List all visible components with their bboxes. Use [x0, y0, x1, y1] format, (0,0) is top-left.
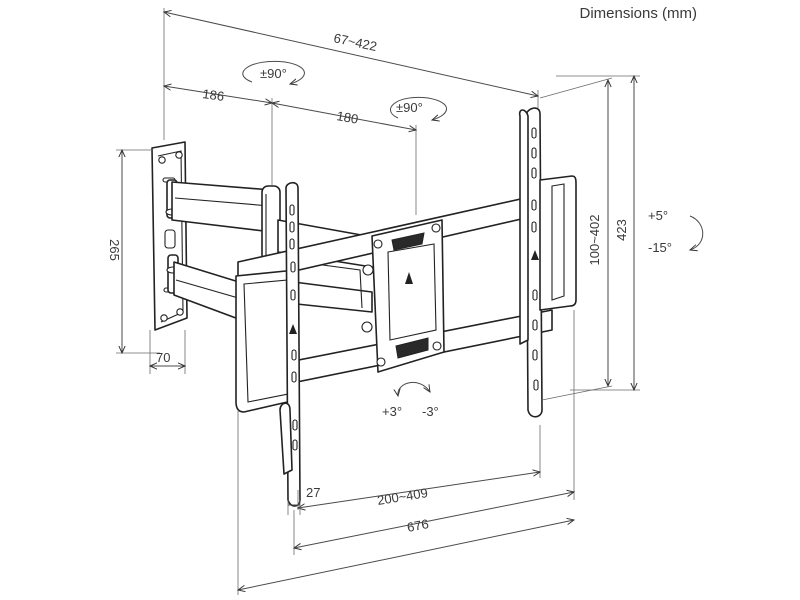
label-swivel-1: ±90°: [260, 66, 287, 81]
mount-drawing: [151, 107, 577, 507]
left-vesa-rail: [279, 181, 301, 507]
label-total-width: 676: [406, 516, 430, 535]
label-swivel-2: ±90°: [396, 100, 423, 115]
label-arm-segment-2: 180: [335, 108, 359, 127]
right-vesa-rail: [518, 107, 577, 418]
wall-plate: [151, 141, 188, 331]
dimension-lines: [116, 8, 640, 595]
diagram-title: Dimensions (mm): [579, 5, 697, 22]
label-tilt-down: -15°: [648, 240, 672, 255]
label-vesa-horizontal: 200~409: [376, 485, 429, 508]
label-tilt-up: +5°: [648, 208, 668, 223]
rotation-symbols: [242, 60, 704, 396]
label-level-minus: -3°: [422, 404, 439, 419]
label-arm-reach: 67~422: [332, 30, 378, 54]
center-tilt-plate: [371, 219, 445, 373]
label-vesa-vertical: 100~402: [587, 215, 602, 266]
label-total-height: 423: [614, 219, 629, 241]
label-arm-segment-1: 186: [202, 86, 226, 104]
label-level-plus: +3°: [382, 404, 402, 419]
rotation-labels: ±90° ±90° +5° -15° +3° -3°: [260, 66, 672, 419]
label-rail-width: 27: [306, 485, 320, 500]
label-wall-plate-width: 70: [156, 350, 170, 365]
label-wall-plate-height: 265: [107, 239, 122, 261]
